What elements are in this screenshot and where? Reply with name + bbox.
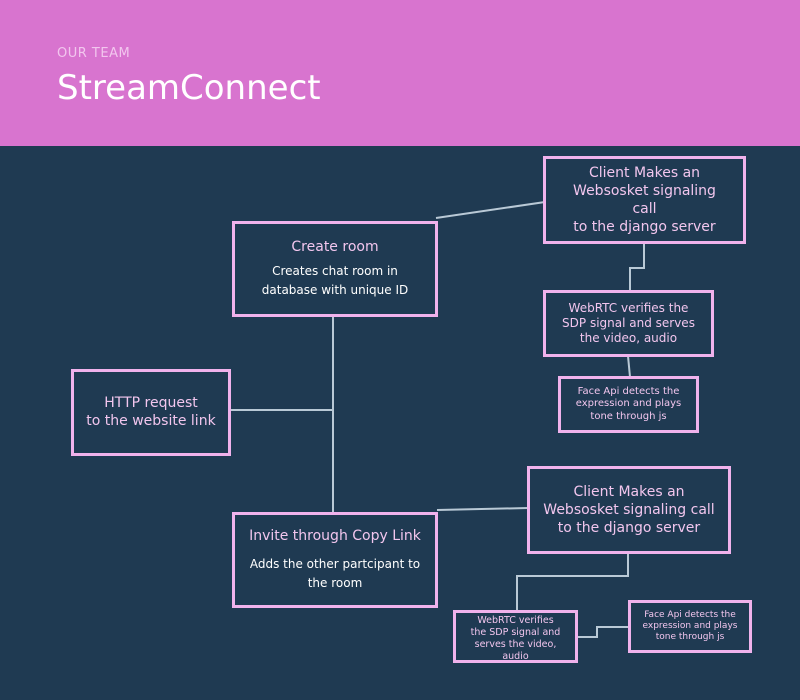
header-banner: OUR TEAM StreamConnect [0,0,800,146]
invite-box: Invite through Copy Link Adds the other … [232,512,438,608]
connector-invite-to-client2 [436,507,529,511]
faceapi-box-2: Face Api detects the expression and play… [628,600,752,653]
create-room-box: Create room Creates chat room in databas… [232,221,438,317]
connector-webrtc2-to-faceapi2 [577,626,629,638]
webrtc-title-1: WebRTC verifies the SDP signal and serve… [562,301,695,345]
create-room-title: Create room [291,238,379,255]
faceapi-title-2: Face Api detects the expression and play… [642,609,738,643]
http-request-title: HTTP request to the website link [86,395,216,429]
client-websocket-box-1: Client Makes an Websosket signaling call… [543,156,746,244]
connector-client1-to-webrtc1 [629,243,645,291]
page-title: StreamConnect [57,68,321,108]
webrtc-title-2: WebRTC verifies the SDP signal and serve… [470,615,561,662]
http-request-box: HTTP request to the website link [71,369,231,456]
webrtc-box-1: WebRTC verifies the SDP signal and serve… [543,290,714,357]
webrtc-box-2: WebRTC verifies the SDP signal and serve… [453,610,578,663]
client-websocket-title-2: Client Makes an Websosket signaling call… [543,483,715,537]
header-eyebrow: OUR TEAM [57,46,131,61]
client-websocket-title-1: Client Makes an Websosket signaling call… [573,164,716,236]
connector-webrtc1-to-faceapi1 [627,355,631,378]
invite-desc: Adds the other partcipant to the room [249,557,421,590]
connector-create-to-client1 [435,201,546,219]
invite-title: Invite through Copy Link [249,527,421,544]
create-room-desc: Creates chat room in database with uniqu… [261,264,409,297]
faceapi-title-1: Face Api detects the expression and play… [575,385,682,422]
faceapi-box-1: Face Api detects the expression and play… [558,376,699,433]
client-websocket-box-2: Client Makes an Websosket signaling call… [527,466,731,554]
connector-client2-to-webrtc2 [516,553,629,611]
